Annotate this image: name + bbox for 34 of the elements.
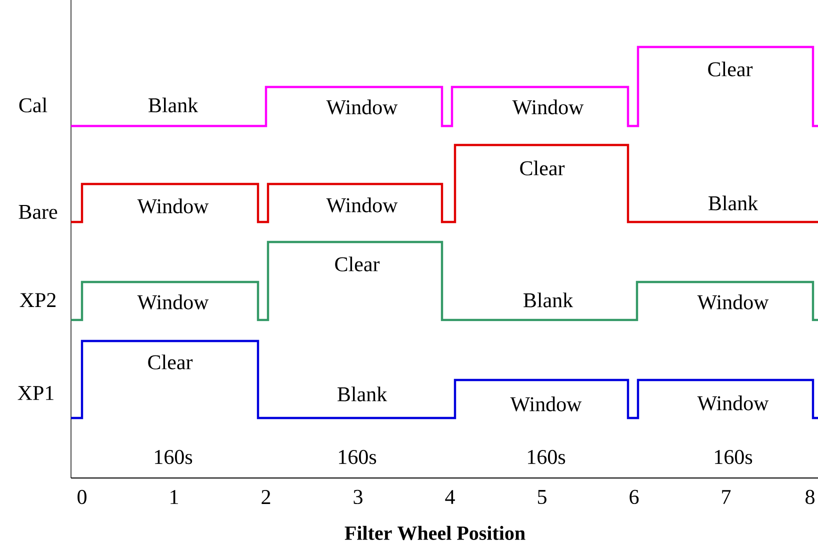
state-label: Blank — [338, 386, 388, 402]
duration-label: 160s — [339, 450, 376, 464]
duration-label: 160s — [715, 450, 752, 464]
tick-label: 2 — [262, 490, 270, 504]
tick-label: 8 — [806, 490, 814, 504]
tick-label: 0 — [78, 490, 86, 504]
state-label: Window — [510, 396, 582, 412]
state-label: Clear — [520, 160, 565, 176]
state-label: Window — [697, 294, 769, 310]
state-label: Clear — [335, 256, 380, 272]
channel-label: XP2 — [20, 293, 56, 307]
state-label: Window — [512, 100, 584, 114]
channel-label: Cal — [19, 98, 48, 112]
duration-label: 160s — [528, 450, 566, 464]
duration-label: 160s — [155, 450, 192, 464]
tick-label: 5 — [538, 490, 546, 504]
tick-label: 7 — [722, 490, 731, 504]
state-label: Blank — [524, 292, 574, 308]
channel-label: XP1 — [18, 386, 54, 400]
state-label: Blank — [708, 196, 758, 210]
state-label: Clear — [708, 62, 753, 76]
tick-label: 4 — [445, 490, 455, 504]
state-label: Window — [326, 198, 398, 212]
state-label: Window — [326, 100, 398, 114]
state-label: Clear — [148, 354, 193, 370]
tick-label: 6 — [630, 490, 639, 504]
state-label: Window — [697, 396, 769, 410]
state-label: Blank — [148, 98, 198, 112]
axis-title: Filter Wheel Position — [344, 526, 526, 540]
tick-label: 1 — [170, 490, 178, 504]
state-label: Window — [137, 294, 209, 310]
state-label: Window — [137, 198, 209, 214]
tick-label: 3 — [354, 490, 362, 504]
channel-label: Bare — [18, 205, 58, 219]
